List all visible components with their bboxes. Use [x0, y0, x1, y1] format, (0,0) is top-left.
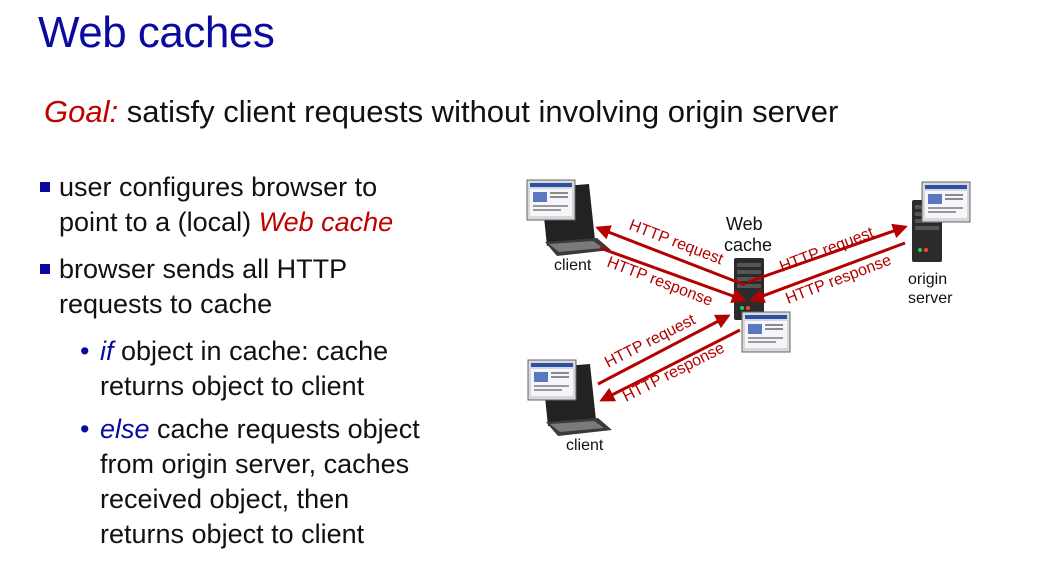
origin-label-line2: server — [908, 290, 953, 307]
origin-label-line1: origin — [908, 271, 947, 288]
square-bullet-icon — [40, 264, 50, 274]
http-response-arrow — [599, 246, 747, 303]
bullet-text: received object, then — [100, 484, 350, 514]
bullet-text: requests to cache — [59, 289, 273, 319]
bullet-text: else cache requests object — [100, 412, 490, 447]
goal-keyword: Goal: — [44, 94, 119, 129]
http-request-arrow — [747, 223, 908, 284]
bullet-text-part: object in cache: cache — [113, 336, 389, 366]
client-computer-icon — [528, 360, 612, 436]
bullet-text: from origin server, caches — [100, 449, 410, 479]
client-top-label: client — [554, 257, 592, 274]
client-computer-icon — [527, 180, 611, 256]
bullet-text: user configures browser to — [59, 172, 378, 202]
subbullet-if: • if object in cache: cache returns obje… — [40, 334, 490, 404]
client-bottom-label: client — [566, 437, 604, 454]
bullet-text-part: point to a (local) — [59, 207, 259, 237]
bullet-user-configures: user configures browser to point to a (l… — [40, 170, 490, 240]
bullet-text: returns object to client — [100, 519, 365, 549]
bullet-emphasis: Web cache — [258, 207, 394, 237]
cache-label-line1: Web — [726, 214, 763, 234]
dot-bullet-icon: • — [80, 336, 90, 366]
http-response-label: HTTP response — [605, 254, 716, 310]
dot-bullet-icon: • — [80, 414, 90, 444]
bullet-emphasis: else — [100, 414, 150, 444]
bullet-list: user configures browser to point to a (l… — [40, 170, 490, 560]
http-request-arrow — [595, 225, 746, 287]
page-title: Web caches — [38, 8, 275, 57]
server-icon — [912, 181, 971, 262]
square-bullet-icon — [40, 182, 50, 192]
http-response-arrow — [599, 328, 741, 402]
http-response-arrow — [749, 241, 906, 303]
http-request-arrow — [597, 314, 731, 386]
bullet-text: returns object to client — [100, 371, 365, 401]
bullet-text: browser sends all HTTP — [59, 254, 348, 284]
cache-label-line2: cache — [724, 235, 772, 255]
subbullet-else: • else cache requests object from origin… — [40, 412, 490, 552]
bullet-emphasis: if — [100, 336, 114, 366]
bullet-text: if object in cache: cache — [100, 334, 490, 369]
bullet-text: point to a (local) Web cache — [59, 205, 490, 240]
bullet-browser-sends: browser sends all HTTP requests to cache — [40, 252, 490, 322]
goal-statement: Goal: satisfy client requests without in… — [44, 94, 838, 130]
http-request-label: HTTP request — [627, 217, 726, 269]
goal-text: satisfy client requests without involvin… — [118, 94, 839, 129]
bullet-text-part: cache requests object — [149, 414, 420, 444]
